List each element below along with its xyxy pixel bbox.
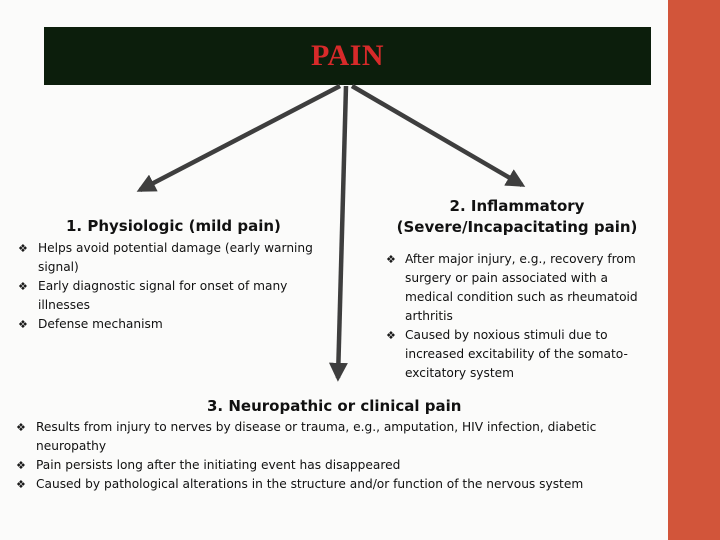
arrow-to-neuropathic xyxy=(328,85,349,382)
list-item: ❖ Results from injury to nerves by disea… xyxy=(16,420,597,453)
physiologic-bullets: ❖ Helps avoid potential damage (early wa… xyxy=(18,239,318,334)
bullet-diamond-icon: ❖ xyxy=(18,280,28,293)
physiologic-heading: 1. Physiologic (mild pain) xyxy=(66,217,281,235)
inflammatory-heading: 2. Inflammatory (Severe/Incapacitating p… xyxy=(396,197,638,236)
neuropathic-heading: 3. Neuropathic or clinical pain xyxy=(207,397,462,415)
diagram-title: PAIN xyxy=(310,39,385,72)
bullet-diamond-icon: ❖ xyxy=(16,459,26,472)
list-item: ❖ After major injury, e.g., recovery fro… xyxy=(386,252,638,323)
list-item: ❖ Helps avoid potential damage (early wa… xyxy=(18,241,313,274)
accent-side-bar xyxy=(668,0,720,540)
bullet-diamond-icon: ❖ xyxy=(16,478,26,491)
neuropathic-bullets: ❖ Results from injury to nerves by disea… xyxy=(16,418,656,494)
arrow-to-physiologic xyxy=(136,84,342,192)
arrows-layer xyxy=(136,84,526,382)
inflammatory-bullets: ❖ After major injury, e.g., recovery fro… xyxy=(386,250,656,383)
arrow-to-inflammatory xyxy=(350,84,526,187)
bullet-diamond-icon: ❖ xyxy=(386,329,396,342)
title-bar: PAIN xyxy=(44,27,651,85)
list-item: ❖ Caused by noxious stimuli due to incre… xyxy=(386,328,628,380)
list-item: ❖ Defense mechanism xyxy=(18,315,318,334)
list-item: ❖ Caused by pathological alterations in … xyxy=(16,475,656,494)
list-item: ❖ Early diagnostic signal for onset of m… xyxy=(18,279,288,312)
bullet-diamond-icon: ❖ xyxy=(16,421,26,434)
bullet-diamond-icon: ❖ xyxy=(386,253,396,266)
bullet-diamond-icon: ❖ xyxy=(18,242,28,255)
bullet-diamond-icon: ❖ xyxy=(18,318,28,331)
list-item: ❖ Pain persists long after the initiatin… xyxy=(16,456,656,475)
